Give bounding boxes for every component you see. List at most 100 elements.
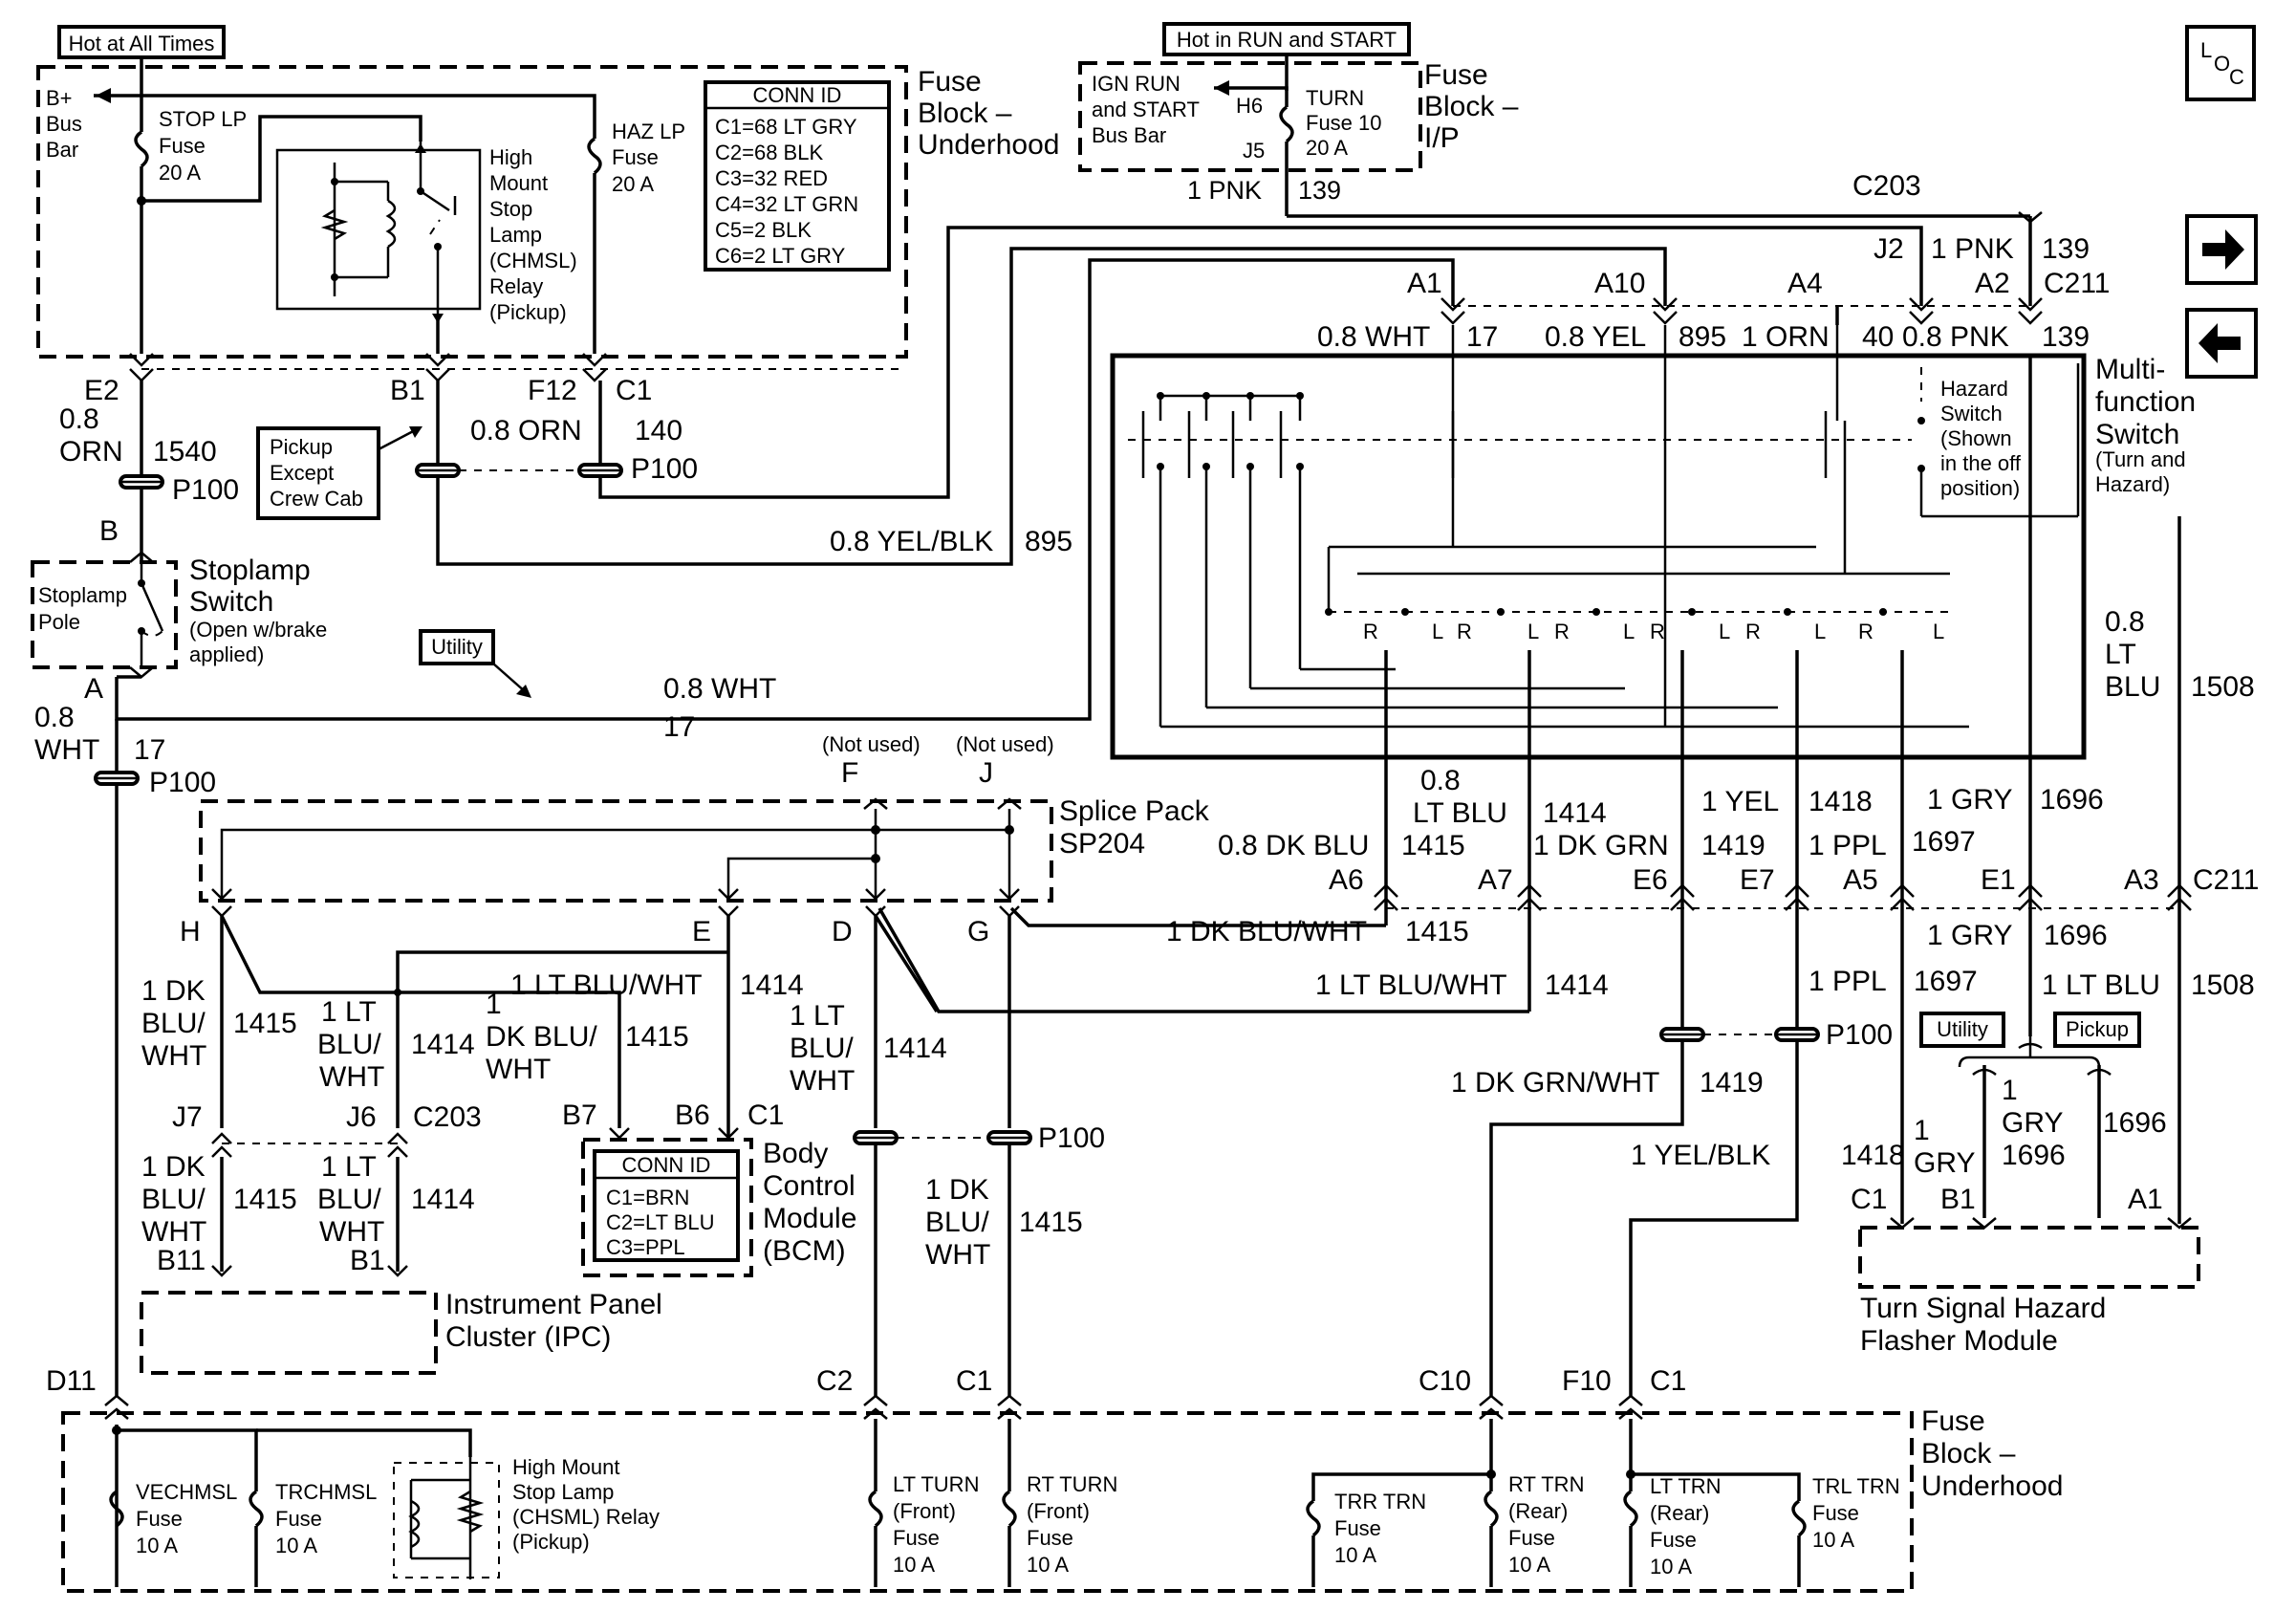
diagram-label: Switch: [189, 586, 273, 618]
diagram-label: (Front): [893, 1499, 956, 1523]
diagram-label: A6: [1329, 864, 1364, 896]
diagram-label: Hazard): [2095, 472, 2170, 496]
utility-tag-left: Utility: [419, 629, 531, 698]
wire-segment: [141, 630, 163, 637]
diagram-label: A7: [1478, 864, 1513, 896]
wire-segment: [1653, 297, 1678, 325]
diagram-label: Mount: [489, 171, 548, 195]
diagram-label: TRR TRN: [1334, 1490, 1426, 1513]
diagram-label: L: [1933, 620, 1944, 643]
diagram-label: Bus: [46, 112, 82, 136]
diagram-label: 10 A: [136, 1534, 178, 1557]
flasher-module-outline: [1858, 1226, 2200, 1289]
splice-dot: [1879, 608, 1887, 616]
lower-left-wiring: 1 DK BLU/ WHT 1415 1 LT BLU/ WHT 1414 1 …: [140, 915, 2200, 1396]
diagram-label: 1697: [1912, 826, 1976, 858]
diagram-label: 1414: [740, 969, 804, 1001]
diagram-label: Fuse: [1921, 1405, 1985, 1437]
diagram-label: 1 PPL: [1809, 830, 1887, 861]
diagram-label: R: [1650, 620, 1665, 643]
trr-trn-fuse-icon: [1306, 1499, 1321, 1537]
diagram-label: B1: [350, 1245, 385, 1276]
diagram-label: Fuse 10: [1306, 111, 1382, 135]
diagram-label: BLU/: [925, 1207, 989, 1238]
diagram-label: 1 YEL: [1701, 786, 1779, 817]
wire-segment: [140, 582, 164, 632]
splice-dot: [1202, 463, 1210, 470]
diagram-label: 1 LT: [321, 996, 377, 1028]
diagram-label: TRL TRN: [1812, 1474, 1900, 1498]
diagram-label: TRCHMSL: [275, 1480, 377, 1504]
diagram-label: C203: [413, 1101, 482, 1133]
multifunction-switch: C203 J2 1 PNK 139 A2 C211 A1 A10 A4 0.8 …: [1110, 170, 2255, 1224]
diagram-label: 895: [1679, 321, 1726, 353]
diagram-label: R: [1457, 620, 1472, 643]
diagram-label: Stop: [489, 197, 532, 221]
wire-segment: [129, 353, 154, 382]
diagram-label: 10 A: [1650, 1555, 1692, 1578]
arrow-right-icon[interactable]: [2185, 214, 2258, 285]
diagram-label: 1415: [1405, 916, 1469, 947]
splice-dot: [1688, 608, 1696, 616]
diagram-label: WHT: [486, 1054, 551, 1085]
stoplamp-switch: Stoplamp Pole Stoplamp Switch (Open w/br…: [31, 551, 327, 679]
diagram-label: Bus Bar: [1092, 123, 1166, 147]
wire-segment: [609, 1127, 739, 1140]
underhood-block-outline: [36, 65, 908, 359]
diagram-label: VECHMSL: [136, 1480, 237, 1504]
diagram-label: P100: [1038, 1122, 1105, 1154]
ip-block-outline: [1078, 61, 1422, 172]
diagram-label: RT TRN: [1508, 1472, 1584, 1496]
j2-label: J2: [1874, 233, 1904, 265]
diagram-label: (Turn and: [2095, 447, 2186, 471]
conn-id-title: CONN ID: [753, 83, 842, 107]
arrow-left-icon[interactable]: [2185, 308, 2258, 379]
diagram-label: R: [1363, 620, 1378, 643]
diagram-label: Control: [763, 1170, 856, 1202]
diagram-label: 0.8: [1420, 765, 1461, 796]
diagram-label: 1697: [1914, 966, 1978, 997]
diagram-label: 17: [1466, 321, 1498, 353]
wire-segment: [1618, 1394, 1643, 1420]
turn-fuse-label: TURN Fuse 10 20 A: [1306, 86, 1382, 160]
diagram-label: 40: [1862, 321, 1894, 353]
diagram-label: Underhood: [1921, 1470, 2063, 1502]
diagram-label: (Pickup): [512, 1530, 590, 1554]
bus-bar-label: B+ Bus Bar: [46, 86, 82, 162]
diagram-label: C211: [2193, 864, 2260, 896]
diagram-label: 1 ORN: [1742, 321, 1830, 353]
diagram-label: Hazard: [1940, 377, 2008, 401]
diagram-label: 1: [1914, 1115, 1930, 1146]
diagram-label: 1696: [2040, 784, 2104, 816]
wire-segment: [1909, 297, 1934, 325]
wire-segment: [419, 629, 495, 665]
diagram-label: High: [489, 145, 532, 169]
p100-splice-c1: P100: [577, 453, 698, 485]
loc-icon[interactable]: L O C: [2185, 25, 2256, 101]
diagram-label: (Front): [1027, 1499, 1090, 1523]
c211-row: 0.8 LT BLU 0.8 DK BLU 1415 1414 1 DK GRN…: [877, 765, 2260, 1396]
diagram-label: J7: [172, 1101, 203, 1133]
haz-lp-fuse-label: HAZ LP Fuse 20 A: [612, 120, 685, 196]
diagram-label: BLU/: [317, 1029, 381, 1060]
diagram-label: B1: [1940, 1184, 1976, 1215]
p100-connector-wht: P100: [94, 767, 216, 798]
wire-segment: [2018, 883, 2043, 911]
diagram-label: LT TURN: [893, 1472, 979, 1496]
diagram-label: H: [180, 916, 201, 947]
wire-segment: [211, 1265, 232, 1277]
diagram-label: Crew Cab: [270, 487, 363, 511]
diagram-label: CONN ID: [622, 1153, 711, 1177]
diagram-label: (Pickup): [489, 300, 567, 324]
diagram-label: Cluster (IPC): [445, 1321, 611, 1353]
diagram-label: Body: [763, 1138, 828, 1169]
wire-segment: [2018, 297, 2043, 325]
wire-segment: [1311, 1472, 1491, 1501]
conn-id-box: [704, 80, 891, 272]
diagram-label: Fuse: [1650, 1528, 1697, 1552]
diagram-label: 1 DK BLU/WHT: [1166, 916, 1367, 947]
diagram-label: GRY: [1914, 1147, 1975, 1179]
diagram-label: 1415: [233, 1008, 297, 1039]
circuit-1540: 1540: [153, 436, 217, 468]
diagram-label: Lamp: [489, 223, 542, 247]
